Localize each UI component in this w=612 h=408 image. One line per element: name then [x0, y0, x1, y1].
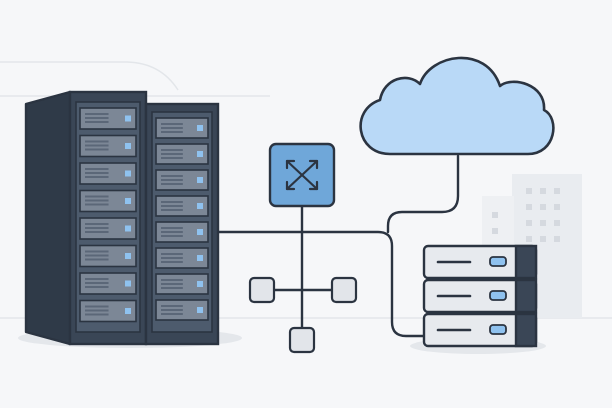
rack-unit: [155, 143, 209, 165]
rack-units-left: [79, 107, 137, 323]
rack-unit: [155, 195, 209, 217]
node-bottom: [288, 326, 316, 354]
server-stack-icon: [422, 244, 538, 348]
cloud-icon: [359, 56, 555, 156]
rack-unit: [155, 169, 209, 191]
node-right: [330, 276, 358, 304]
rack-unit: [155, 273, 209, 295]
node-left: [248, 276, 276, 304]
rack-unit: [79, 217, 137, 240]
server-rack-icon: [24, 90, 220, 346]
rack-unit: [155, 247, 209, 269]
server-unit: [422, 312, 538, 348]
rack-unit: [79, 244, 137, 268]
server-unit: [422, 244, 538, 280]
rack-unit: [79, 134, 137, 158]
rack-unit: [79, 162, 137, 185]
network-node-icon: [248, 276, 358, 354]
rack-unit: [79, 272, 137, 295]
cable-cloud-to-servers: [386, 154, 460, 234]
rack-unit: [79, 107, 137, 130]
network-switch-icon: [268, 142, 336, 208]
rack-unit: [155, 117, 209, 139]
rack-unit: [155, 299, 209, 321]
rack-units-right: [155, 117, 209, 321]
rack-unit: [155, 221, 209, 243]
server-unit: [422, 278, 538, 314]
network-cables: [216, 154, 460, 338]
rack-unit: [79, 299, 137, 323]
rack-unit: [79, 189, 137, 213]
cable-rack-to-switch: [216, 230, 426, 338]
